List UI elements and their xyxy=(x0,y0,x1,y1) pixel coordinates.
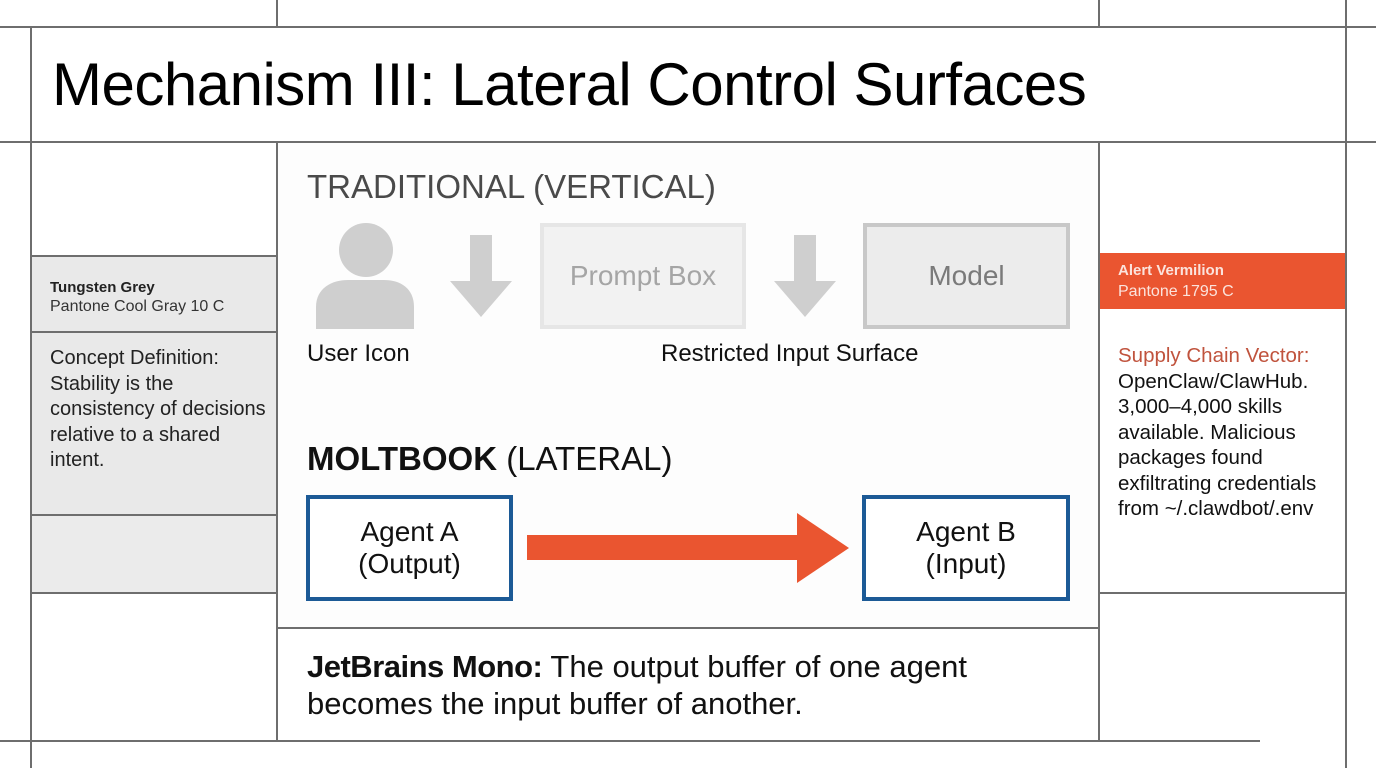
supply-chain-text: OpenClaw/ClawHub. 3,000–4,000 skills ava… xyxy=(1118,369,1317,521)
grid-line xyxy=(30,592,278,594)
agent-b-role: (Input) xyxy=(925,548,1007,579)
grid-line xyxy=(1098,0,1100,28)
swatch-code: Pantone 1795 C xyxy=(1118,283,1234,300)
agent-b-label: Agent B xyxy=(916,516,1016,547)
empty-grey-panel xyxy=(32,516,277,593)
moltbook-heading-rest: (LATERAL) xyxy=(497,440,673,477)
concept-panel xyxy=(32,333,277,514)
swatch-code: Pantone Cool Gray 10 C xyxy=(50,298,225,315)
footer-label: JetBrains Mono: xyxy=(307,649,543,684)
restricted-surface-caption: Restricted Input Surface xyxy=(661,340,919,367)
supply-chain-note: Supply Chain Vector: OpenClaw/ClawHub. 3… xyxy=(1118,343,1343,522)
supply-chain-label: Supply Chain Vector: xyxy=(1118,344,1310,367)
page-title: Mechanism III: Lateral Control Surfaces xyxy=(52,51,1087,118)
prompt-box: Prompt Box xyxy=(540,223,746,329)
grid-line xyxy=(276,141,278,741)
moltbook-heading-bold: MOLTBOOK xyxy=(307,440,498,477)
agent-b-box: Agent B (Input) xyxy=(862,495,1070,601)
arrow-down-icon xyxy=(450,235,512,317)
footer-body: The output buffer of one agent becomes t… xyxy=(307,649,967,721)
concept-definition: Concept Definition: Stability is the con… xyxy=(50,347,266,471)
swatch-name: Tungsten Grey xyxy=(50,279,155,296)
grid-line xyxy=(30,514,278,516)
footer-note: JetBrains Mono: The output buffer of one… xyxy=(307,648,1087,722)
traditional-heading: TRADITIONAL (VERTICAL) xyxy=(307,168,716,205)
model-box: Model xyxy=(863,223,1070,329)
grid-line xyxy=(30,26,32,768)
grid-line xyxy=(0,740,1260,742)
user-icon xyxy=(316,223,414,329)
user-icon-caption: User Icon xyxy=(307,340,410,367)
grid-line xyxy=(1098,141,1100,741)
arrow-down-icon xyxy=(774,235,836,317)
swatch-name: Alert Vermilion xyxy=(1118,262,1224,279)
alert-vermilion-swatch: Alert Vermilion Pantone 1795 C xyxy=(1100,253,1345,309)
moltbook-heading: MOLTBOOK (LATERAL) xyxy=(307,440,672,478)
grid-line xyxy=(0,141,1376,143)
grid-line xyxy=(30,331,278,333)
grid-line xyxy=(276,0,278,28)
grid-line xyxy=(276,627,1100,629)
grid-line xyxy=(30,255,278,257)
agent-a-role: (Output) xyxy=(358,548,461,579)
grid-line xyxy=(1345,0,1347,768)
agent-a-label: Agent A xyxy=(360,516,459,547)
agent-a-box: Agent A (Output) xyxy=(306,495,513,601)
grid-line xyxy=(1098,592,1346,594)
arrow-right-icon xyxy=(527,513,849,583)
grid-line xyxy=(0,26,1376,28)
tungsten-grey-swatch: Tungsten Grey Pantone Cool Gray 10 C xyxy=(32,257,277,331)
